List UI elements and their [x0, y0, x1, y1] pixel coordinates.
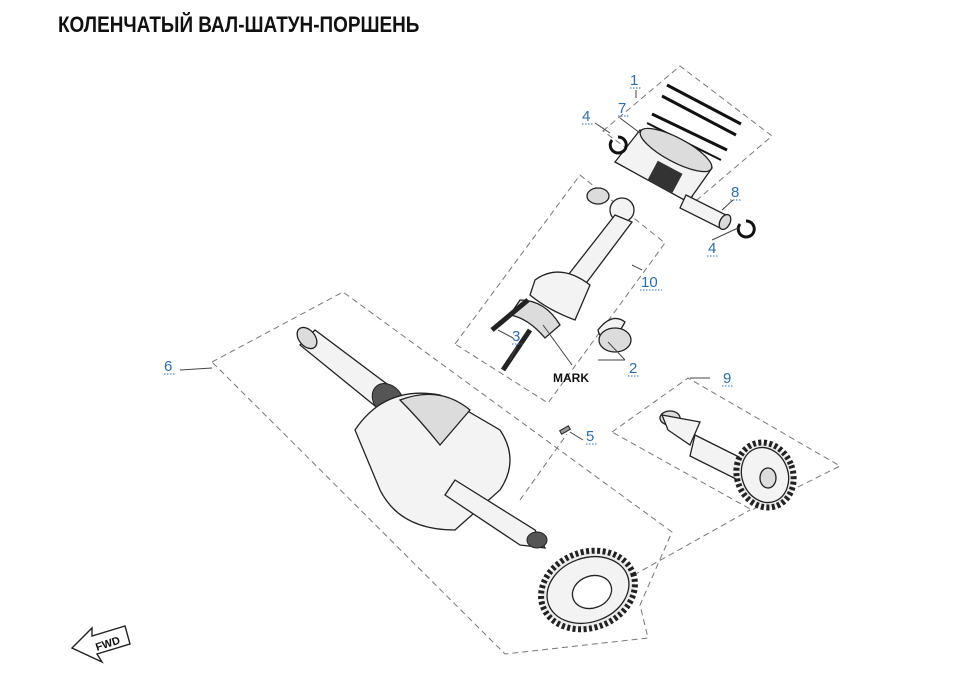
callout-10[interactable]: 10 — [641, 274, 658, 291]
callout-3[interactable]: 3 — [512, 328, 520, 345]
crankshaft-illustration — [296, 326, 548, 549]
callout-4-lower[interactable]: 4 — [708, 240, 716, 257]
circlip-upper-illustration — [608, 135, 628, 155]
piston-illustration — [614, 127, 713, 203]
leader-4-lower — [711, 227, 739, 241]
callout-4-upper[interactable]: 4 — [582, 108, 590, 125]
leader-10 — [631, 264, 643, 271]
balancer-shaft-illustration — [659, 410, 797, 511]
callout-6[interactable]: 6 — [164, 358, 172, 375]
woodruff-key-illustration — [558, 425, 572, 435]
leader-2a — [607, 341, 626, 361]
leader-3b — [509, 344, 518, 361]
leader-7 — [619, 117, 641, 134]
page-title: КОЛЕНЧАТЫЙ ВАЛ-ШАТУН-ПОРШЕНЬ — [58, 12, 420, 37]
key-assembly-dashed-line — [519, 433, 568, 501]
circlip-lower-illustration — [736, 219, 756, 239]
mark-label: MARK — [553, 371, 589, 385]
crankshaft-group-frame — [211, 291, 673, 655]
callout-5[interactable]: 5 — [586, 428, 594, 445]
crankshaft-gear-illustration — [538, 547, 638, 633]
callout-9[interactable]: 9 — [723, 370, 731, 387]
callout-8[interactable]: 8 — [731, 184, 739, 201]
leader-5 — [569, 431, 584, 441]
callout-1[interactable]: 1 — [630, 72, 638, 89]
leader-6 — [179, 367, 213, 371]
leader-mark — [542, 324, 573, 366]
piston-rings-illustration — [646, 83, 742, 161]
leader-3a — [497, 329, 514, 339]
bearing-shells-illustration — [597, 317, 632, 353]
leader-4-upper — [594, 122, 611, 134]
forward-direction-icon: FWD — [70, 625, 131, 664]
callout-7[interactable]: 7 — [618, 100, 626, 117]
connecting-rod-illustration — [490, 187, 635, 372]
connecting-rod-group-frame — [454, 174, 666, 404]
callout-2[interactable]: 2 — [629, 360, 637, 377]
gear-assembly-dashed-line — [624, 509, 751, 581]
piston-pin-illustration — [679, 194, 732, 231]
leader-8 — [721, 199, 734, 211]
balancer-shaft-group-frame — [611, 377, 842, 511]
